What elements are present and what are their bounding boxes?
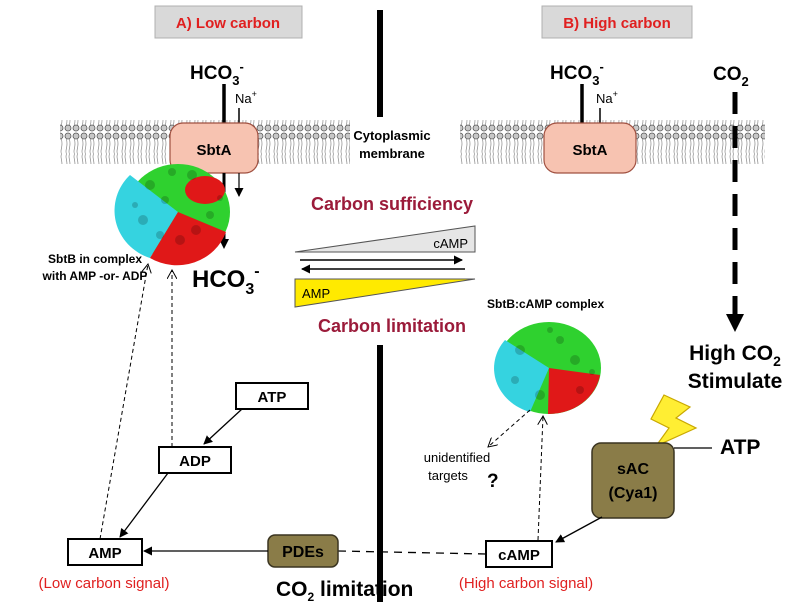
svg-text:ADP: ADP [179,453,211,470]
camp-box: cAMP [485,540,553,568]
arrow-to-targets [488,409,531,447]
co2-arrowhead [726,314,744,332]
membrane-label: Cytoplasmic membrane [353,128,430,161]
svg-text:targets: targets [428,468,468,483]
panel-title-high: B) High carbon [541,5,693,39]
pdes-box: PDEs [267,534,339,568]
unidentified-targets-label: unidentified targets [424,450,491,483]
na-right: Na+ [596,89,618,106]
camp-wedge: cAMP [294,225,476,253]
svg-text:membrane: membrane [359,146,425,161]
svg-text:(Cya1): (Cya1) [609,485,658,502]
svg-text:unidentified: unidentified [424,450,491,465]
sbta-left: SbtA [169,122,259,174]
adp-box: ADP [158,446,232,474]
svg-text:SbtB in complex: SbtB in complex [48,252,142,266]
co2-top: CO2 [713,64,749,89]
carbon-sufficiency-label: Carbon sufficiency [311,194,473,214]
carbon-limitation-label: Carbon limitation [318,316,466,336]
panel-title-low-text: A) Low carbon [176,15,280,32]
svg-text:SbtA: SbtA [197,142,232,159]
svg-text:AMP: AMP [88,545,121,562]
arrow-amp-to-sbtb [99,264,148,540]
arrow-sac-to-camp [555,516,603,543]
svg-text:cAMP: cAMP [433,236,468,251]
amp-box: AMP [67,538,143,566]
hco3-bottom: HCO3- [192,263,260,298]
svg-text:cAMP: cAMP [498,547,540,564]
sac-cya1-box: sAC (Cya1) [591,442,675,519]
high-carbon-signal: (High carbon signal) [459,575,593,592]
arrow-atp-to-adp [203,408,243,445]
panel-title-high-text: B) High carbon [563,15,671,32]
svg-text:SbtA: SbtA [573,142,608,159]
sbtb-protein-left [114,164,230,266]
na-left: Na+ [235,89,257,106]
atp-left-box: ATP [235,382,309,410]
high-co2-label: High CO2 Stimulate [688,342,783,393]
svg-text:ATP: ATP [258,389,287,406]
sbta-right: SbtA [543,122,637,174]
svg-text:AMP: AMP [302,286,330,301]
lightning-bolt-icon [650,394,698,448]
low-carbon-signal: (Low carbon signal) [39,575,170,592]
arrow-adp-to-amp [119,472,169,538]
sbtb-protein-right [494,322,601,415]
atp-right: ATP [720,436,760,459]
sbtb-camp-label: SbtB:cAMP complex [487,297,604,311]
hco3-right-top: HCO3- [550,59,604,88]
amp-wedge: AMP [294,278,476,308]
question-mark: ? [487,471,499,492]
svg-text:Cytoplasmic: Cytoplasmic [353,128,430,143]
svg-text:Stimulate: Stimulate [688,370,783,393]
svg-text:PDEs: PDEs [282,544,324,561]
svg-text:sAC: sAC [617,461,649,478]
hco3-left-top: HCO3- [190,59,244,88]
svg-text:High CO2: High CO2 [689,342,781,369]
arrow-camp-to-sbtb [537,416,543,541]
co2-limitation: CO2 limitation [276,578,413,604]
pdes-camp-link [337,550,487,555]
sbtb-complex-label: SbtB in complex with AMP -or- ADP [42,252,148,283]
panel-title-low: A) Low carbon [154,5,303,39]
svg-text:with AMP -or- ADP: with AMP -or- ADP [42,269,148,283]
